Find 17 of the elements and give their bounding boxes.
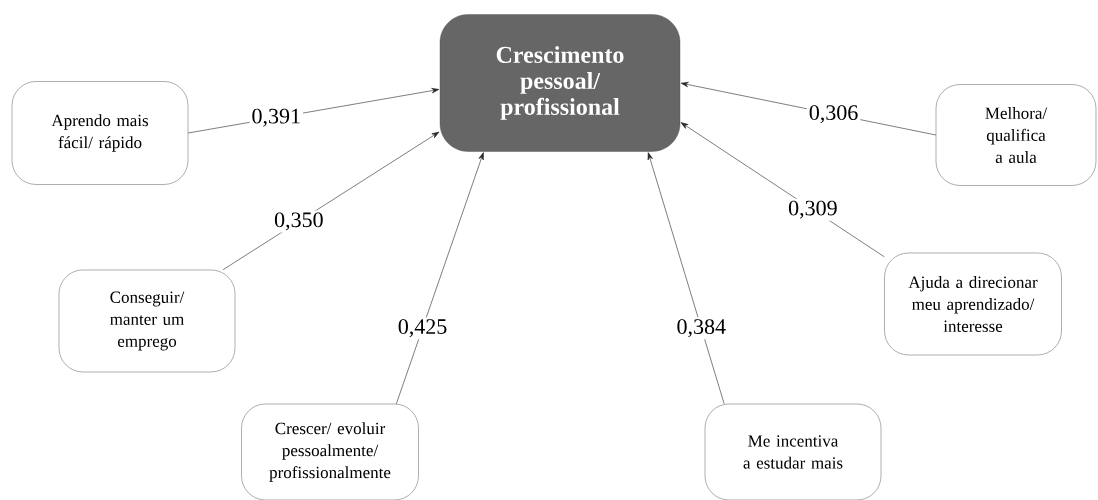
edge-label: 0,309 <box>786 198 840 221</box>
edge-label: 0,384 <box>674 317 729 340</box>
factor-box: Ajuda a direcionar meu aprendizado/ interesse <box>884 252 1062 356</box>
factor-box: Me incentiva a estudar mais <box>704 403 882 500</box>
arrow <box>680 122 885 258</box>
factor-box: Conseguir/ manter um emprego <box>58 269 236 373</box>
factor-box: Crescer/ evoluir pessoalmente/ profissionalmente <box>241 403 419 500</box>
arrow <box>647 152 725 405</box>
arrow <box>222 131 440 271</box>
edge-label: 0,391 <box>249 106 303 129</box>
factor-box: Aprendo mais fácil/ rápido <box>11 81 189 185</box>
factor-box: Melhora/ qualifica a aula <box>935 84 1097 186</box>
edge-label: 0,350 <box>272 210 326 233</box>
edge-label: 0,306 <box>806 103 861 126</box>
arrow <box>396 152 484 405</box>
edge-label: 0,425 <box>395 317 450 340</box>
central-box: Crescimento pessoal/ profissional <box>439 14 681 152</box>
